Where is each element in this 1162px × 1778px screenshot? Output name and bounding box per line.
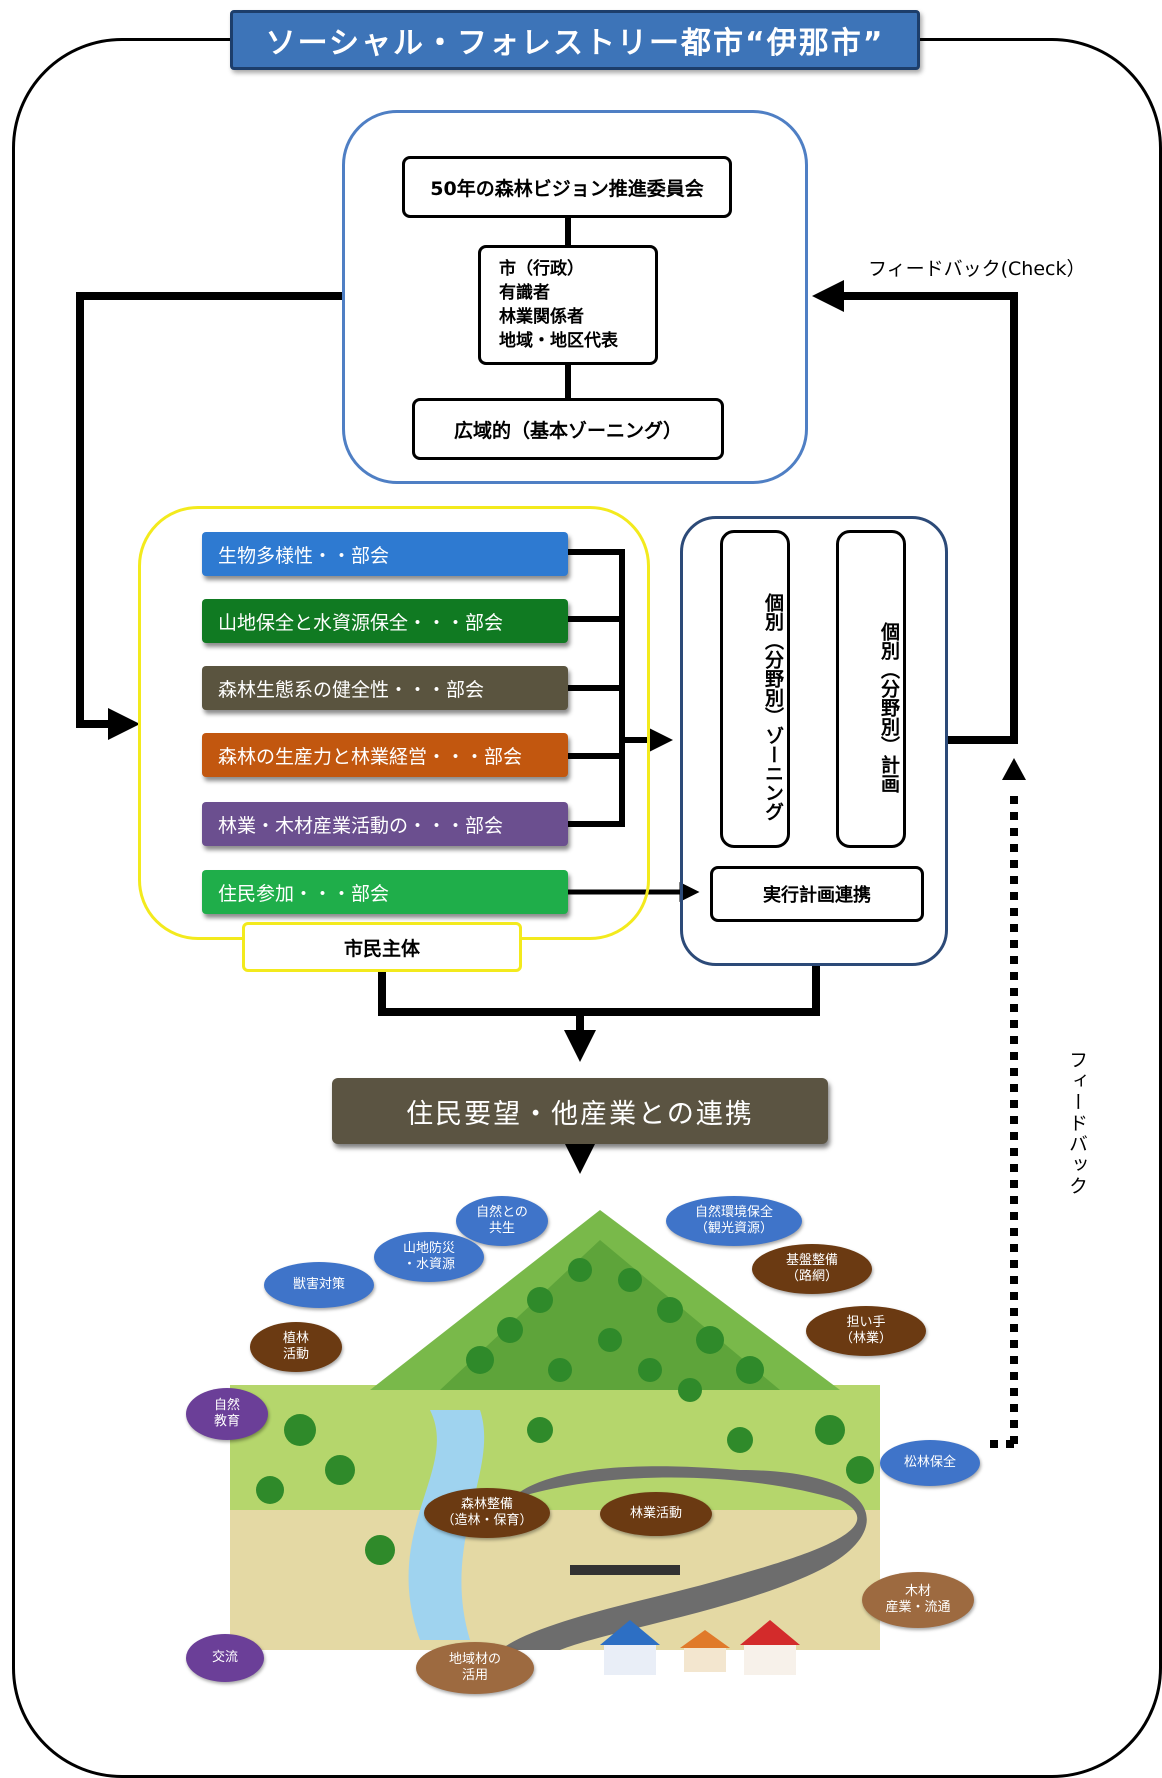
label-wildlife: 獣害対策: [264, 1262, 374, 1308]
feedback-check-label: フィードバック(Check）: [868, 258, 1086, 280]
individual-plan-box: 個別（分野別）計画: [836, 530, 906, 848]
subcommittee-ecosystem: 森林生態系の健全性・・・部会: [202, 666, 568, 710]
label-forestry-activity: 林業活動: [600, 1492, 712, 1536]
policy-bar: 住民要望・他産業との連携: [332, 1078, 828, 1144]
subcommittee-productivity: 森林の生産力と林業経営・・・部会: [202, 733, 568, 777]
label-env-conservation: 自然環境保全（観光資源）: [666, 1196, 802, 1246]
individual-plan-panel: [680, 516, 948, 966]
page-title: ソーシャル・フォレストリー都市“伊那市”: [230, 10, 920, 70]
committee-box: 50年の森林ビジョン推進委員会: [402, 156, 732, 218]
label-timber-industry: 木材産業・流通: [862, 1572, 974, 1628]
label-planting: 植林活動: [250, 1322, 342, 1372]
forest-illustration: [230, 1210, 880, 1675]
subcommittee-biodiversity: 生物多様性・・部会: [202, 532, 568, 576]
subcommittee-participation: 住民参加・・・部会: [202, 870, 568, 914]
feedback-arrow-right: [812, 280, 1018, 744]
subcommittee-water: 山地保全と水資源保全・・・部会: [202, 599, 568, 643]
label-workers: 担い手（林業）: [806, 1306, 926, 1356]
citizen-main-label: 市民主体: [242, 922, 522, 972]
feedback-side-label: フィードバック: [1066, 1050, 1088, 1197]
label-nature-education: 自然教育: [186, 1388, 268, 1440]
subcommittee-industry: 林業・木材産業活動の・・・部会: [202, 802, 568, 846]
merge-lines: [378, 966, 820, 1016]
execution-plan-box: 実行計画連携: [710, 866, 924, 922]
label-infrastructure: 基盤整備（路網）: [752, 1244, 872, 1294]
member-item: 市（行政）: [499, 259, 584, 279]
label-exchange: 交流: [186, 1634, 264, 1682]
label-pine-conservation: 松林保全: [880, 1440, 980, 1486]
connector: [565, 365, 571, 399]
member-item: 有識者: [499, 283, 550, 303]
label-mountain-disaster: 山地防災・水資源: [374, 1232, 484, 1282]
basic-zoning-box: 広域的（基本ゾーニング）: [412, 398, 724, 460]
member-item: 地域・地区代表: [499, 331, 618, 351]
connector: [565, 218, 571, 246]
members-box: 市（行政） 有識者 林業関係者 地域・地区代表: [478, 245, 658, 365]
member-item: 林業関係者: [499, 307, 584, 327]
label-nature-coexist: 自然との共生: [456, 1196, 548, 1246]
label-forest-maintenance: 森林整備（造林・保育）: [424, 1488, 550, 1538]
individual-zoning-box: 個別（分野別）ゾーニング: [720, 530, 790, 848]
flow-arrow-left: [76, 292, 342, 740]
label-local-wood: 地域材の活用: [416, 1642, 534, 1694]
